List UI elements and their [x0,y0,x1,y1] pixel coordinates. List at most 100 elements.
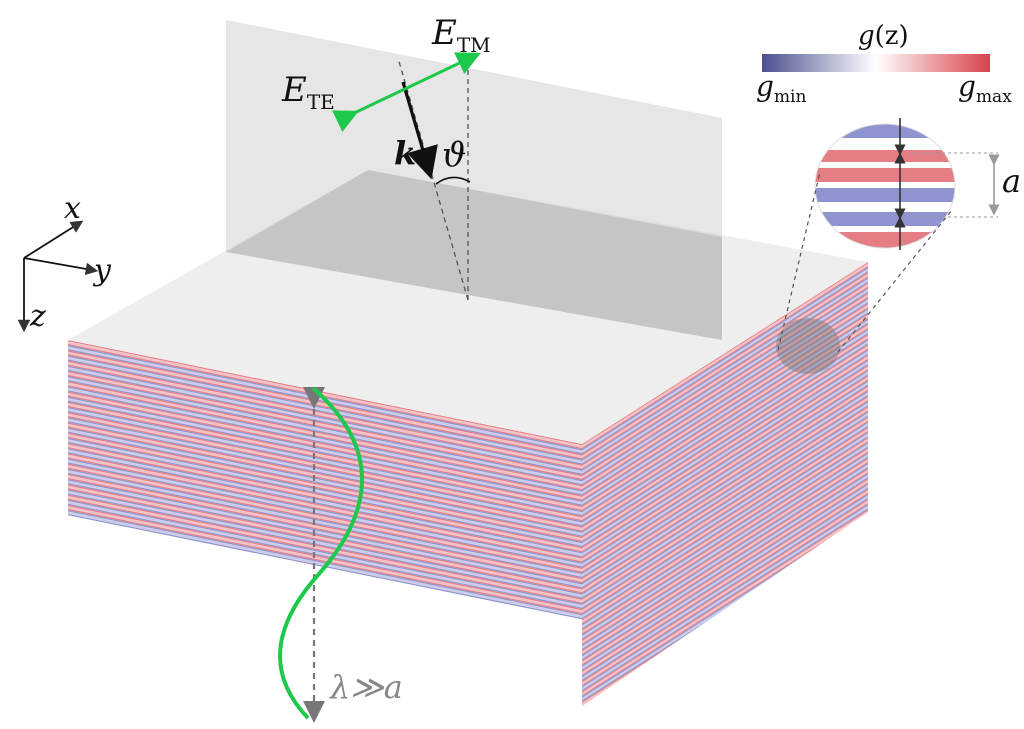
layer-highlight [68,366,582,474]
layer-highlight [582,438,868,624]
layer-highlight [68,485,582,593]
magnified-inset: a [814,118,1021,250]
layer-highlight [582,330,868,515]
layer-highlight [582,319,868,505]
layer-highlight [582,361,868,546]
period-label: a [1002,162,1021,200]
layer-highlight [68,428,582,536]
inset-stripe [815,212,955,226]
layer-highlight [68,377,582,485]
layer-highlight [68,423,582,531]
colorbar: g(z) gmin gmax [756,21,1012,107]
axis-x-label: x [64,191,81,226]
inset-stripe [815,150,955,162]
inset-stripe [815,188,955,202]
layer-highlight [582,268,868,454]
layer-highlight [68,408,582,515]
layer-highlight [68,470,582,577]
layer-highlight [68,475,582,582]
layer-highlight [68,372,582,479]
colorbar-gradient [762,54,990,72]
layer-highlight [68,397,582,505]
layer-highlight [68,490,582,598]
layer-highlight [582,505,868,691]
layer-highlight [582,304,868,490]
layer-highlight [68,444,582,552]
layer-highlight [582,397,868,582]
layer-highlight [582,355,868,541]
layer-highlight [582,422,868,608]
layer-highlight [582,412,868,598]
layer-highlight [582,474,868,660]
layer-highlight [68,392,582,500]
layer-highlight [68,382,582,490]
layer-highlight [582,402,868,588]
incidence-plane-shadow [226,170,722,340]
layer-highlight [582,376,868,562]
layer-highlight [582,510,868,696]
layer-highlight [68,418,582,526]
layer-highlight [582,469,868,655]
layer-highlight [582,392,868,577]
layer-highlight [582,489,868,675]
e-tm-label: ETM [431,13,491,57]
layer-highlight [68,480,582,588]
layer-highlight [582,340,868,526]
magnifier-spot [776,318,840,374]
colorbar-title: g(z) [858,21,909,51]
axis-z-label: z [29,299,46,334]
layer-highlight [68,403,582,510]
colorbar-min-label: gmin [756,70,806,107]
layer-highlight [68,495,582,603]
polarization-arrow [332,52,481,132]
layer-highlight [582,325,868,510]
layer-highlight [582,299,868,485]
layer-highlight [582,381,868,567]
layer-highlight [68,459,582,567]
layer-highlight [582,479,868,665]
layer-highlight [582,309,868,495]
layer-highlight [68,449,582,557]
green-wave [278,386,365,720]
layer-highlight [582,433,868,619]
inset-stripe [815,124,955,138]
layer-highlight [582,345,868,531]
layer-highlight [582,495,868,680]
layer-highlight [68,361,582,469]
inset-connector-right [837,209,953,353]
wavelength-relation-label: λ≫a [328,668,403,706]
layer-highlight [582,500,868,686]
layer-highlight [582,273,868,459]
layer-highlight [582,278,868,464]
axis-y-label: y [92,253,112,288]
layer-highlight [582,350,868,536]
colorbar-max-label: gmax [958,70,1012,107]
e-te-label: ETE [281,70,335,114]
layer-highlight [582,294,868,479]
slab-top-face [68,170,868,444]
layer-highlight [582,443,868,629]
layer-highlight [582,459,868,644]
layer-highlight [582,464,868,649]
layer-highlight [582,428,868,613]
layer-highlight [68,351,582,459]
layer-highlight [68,464,582,572]
layer-highlight [68,439,582,546]
layer-highlight [582,263,868,448]
layer-highlight [68,387,582,495]
layer-highlight [582,448,868,634]
layer-highlight [582,453,868,639]
layer-highlight [582,366,868,552]
coordinate-axes: x y z [17,191,112,334]
layer-highlight [582,335,868,521]
inset-stripe [815,232,955,248]
k-label: k [394,134,416,172]
layer-highlight [68,506,582,613]
layer-highlight [68,356,582,464]
inset-connector-left [777,171,821,351]
theta-label: ϑ [442,135,466,175]
slab-front-face [68,340,582,620]
inset-stripe [815,168,955,182]
